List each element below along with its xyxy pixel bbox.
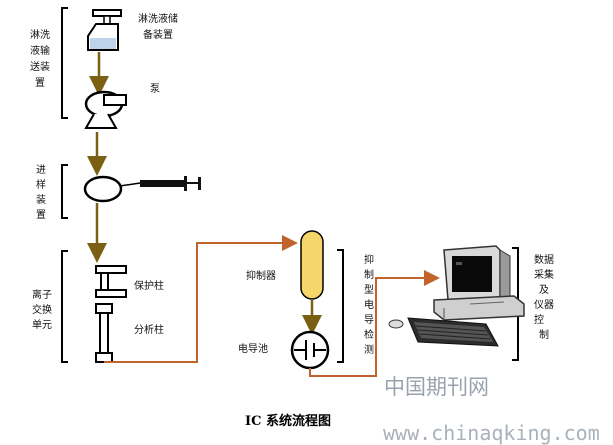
- svg-text:置: 置: [35, 77, 45, 89]
- conductivity-cell-icon: [290, 330, 330, 370]
- svg-text:集: 集: [544, 268, 554, 281]
- label-injection-device: 进 样 装 置: [36, 164, 46, 221]
- label-eluent-delivery: 淋 洗 液 输 送 装 置: [30, 28, 50, 89]
- tubing-column-to-suppressor: [104, 235, 298, 363]
- svg-text:电: 电: [364, 298, 374, 311]
- label-data-acquisition: 数 据 采 集 及 仪 器 控 制: [534, 253, 554, 341]
- eluent-reservoir-icon: [87, 9, 122, 51]
- label-reservoir-line1: 淋洗液储: [138, 12, 178, 25]
- suppressor-icon: [300, 230, 324, 300]
- tubing-cell-to-computer: [309, 270, 440, 377]
- svg-text:进: 进: [36, 164, 46, 176]
- svg-text:样: 样: [36, 178, 46, 191]
- svg-text:液: 液: [30, 44, 40, 57]
- computer-workstation-icon: [388, 245, 525, 347]
- label-ion-exchange-unit: 离子 交换 单元: [32, 288, 52, 331]
- label-reservoir-line2: 备装置: [143, 28, 173, 41]
- svg-text:单元: 单元: [32, 319, 52, 331]
- label-guard-column: 保护柱: [134, 279, 164, 292]
- svg-text:制: 制: [364, 268, 374, 281]
- svg-text:检: 检: [364, 328, 374, 341]
- bracket-detection: [337, 249, 344, 363]
- svg-text:离子: 离子: [32, 288, 52, 301]
- svg-text:交换: 交换: [32, 303, 52, 316]
- svg-text:数: 数: [534, 253, 544, 266]
- label-pump: 泵: [150, 83, 160, 95]
- svg-text:导: 导: [364, 314, 374, 326]
- label-conductivity-cell: 电导池: [238, 342, 268, 355]
- svg-text:装: 装: [36, 193, 46, 206]
- diagram-caption: IC 系统流程图: [245, 413, 331, 429]
- svg-text:仪: 仪: [534, 299, 544, 311]
- svg-text:采: 采: [534, 269, 544, 281]
- svg-text:器: 器: [544, 299, 554, 311]
- svg-text:测: 测: [364, 343, 374, 356]
- monitor-screen: [452, 256, 492, 292]
- svg-text:送: 送: [30, 60, 40, 73]
- svg-text:淋: 淋: [30, 28, 40, 41]
- svg-text:洗: 洗: [40, 29, 50, 41]
- svg-text:型: 型: [364, 283, 374, 296]
- bracket-injection: [61, 164, 68, 219]
- svg-text:据: 据: [544, 253, 554, 266]
- guard-column-icon: [95, 265, 127, 298]
- eluent-liquid: [90, 38, 116, 49]
- bracket-ion-exchange: [61, 250, 68, 363]
- analytical-column-icon: [95, 303, 113, 363]
- sample-loop-icon: [83, 175, 123, 203]
- watermark-title: 中国期刊网: [384, 375, 489, 399]
- label-suppressor: 抑制器: [246, 269, 276, 282]
- syringe-icon: [119, 176, 201, 191]
- svg-text:输: 输: [40, 44, 50, 57]
- pump-icon: [84, 90, 127, 129]
- bracket-eluent: [61, 7, 68, 119]
- svg-text:装: 装: [40, 60, 50, 73]
- svg-text:制: 制: [539, 328, 549, 341]
- svg-text:置: 置: [36, 209, 46, 221]
- label-suppressed-conductivity: 抑 制 型 电 导 检 测: [364, 254, 374, 356]
- svg-text:抑: 抑: [364, 254, 374, 266]
- svg-text:控: 控: [534, 313, 544, 326]
- label-analytical-column: 分析柱: [134, 323, 164, 336]
- svg-text:及: 及: [539, 284, 549, 296]
- watermark-url: www.chinaqking.com: [383, 421, 600, 445]
